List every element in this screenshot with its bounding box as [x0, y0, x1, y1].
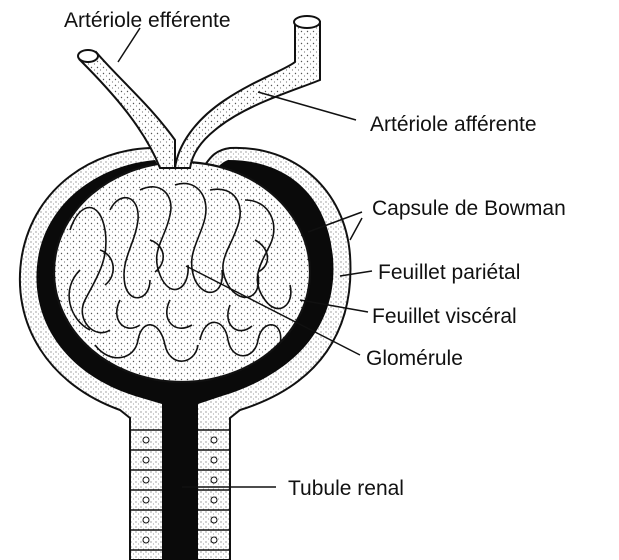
- leader-efferent: [118, 28, 140, 62]
- label-parietal-layer: Feuillet pariétal: [378, 262, 520, 283]
- label-visceral-layer: Feuillet viscéral: [372, 306, 517, 327]
- leader-bowman-b: [350, 218, 362, 240]
- label-afferent-arteriole: Artériole afférente: [370, 114, 537, 135]
- leader-afferent: [258, 92, 356, 120]
- efferent-arteriole-opening: [78, 50, 98, 62]
- afferent-arteriole-opening: [294, 16, 320, 28]
- afferent-arteriole-shape: [175, 22, 320, 168]
- label-efferent-arteriole: Artériole efférente: [64, 10, 231, 31]
- label-renal-tubule: Tubule renal: [288, 478, 404, 499]
- label-glomerulus: Glomérule: [366, 348, 463, 369]
- glomerulus-body: [54, 162, 310, 382]
- label-bowman-capsule: Capsule de Bowman: [372, 198, 566, 219]
